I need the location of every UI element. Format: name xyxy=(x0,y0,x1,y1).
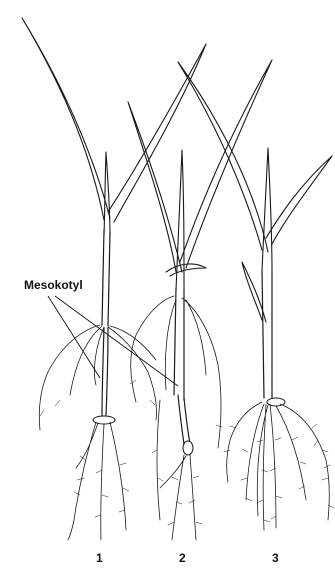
seedling-1-leaf-left xyxy=(22,18,110,220)
seedling-2 xyxy=(128,60,272,540)
seedling-3-leaf-right xyxy=(266,156,332,244)
seedling-2-seminal-roots xyxy=(157,400,196,540)
seedling-1-mesocotyl xyxy=(102,328,108,416)
seedling-1-seed xyxy=(93,416,115,424)
seedling-2-root-hairs xyxy=(130,380,222,525)
callout-pointer-2 xyxy=(55,296,178,386)
seedling-3-root-hairs xyxy=(224,424,334,522)
seedling-1-sheath xyxy=(104,152,110,236)
seedling-number-2: 2 xyxy=(179,551,186,565)
seedling-1-stem xyxy=(102,230,110,326)
callout-label: Mesokotyl xyxy=(24,278,83,292)
seedling-number-3: 3 xyxy=(272,551,279,565)
seedling-2-small-leaf xyxy=(166,264,206,276)
seedling-3-leaf-left xyxy=(178,62,268,252)
seedling-2-seed xyxy=(183,441,193,455)
seedling-1-crown-roots xyxy=(39,325,156,430)
seedling-2-sheath xyxy=(176,150,184,290)
seedling-number-1: 1 xyxy=(96,551,103,565)
seedling-2-mesocotyl xyxy=(178,395,190,444)
seedling-2-leaf-left xyxy=(128,102,182,272)
seedling-3-roots xyxy=(227,402,330,530)
seedling-3-sheath xyxy=(262,148,272,272)
mesokotyl-callout: Mesokotyl xyxy=(24,278,178,386)
seedling-1-seminal-roots xyxy=(68,422,126,540)
seedling-3-stem xyxy=(262,270,272,398)
seedling-3 xyxy=(178,62,334,530)
seedling-2-stem xyxy=(174,288,184,400)
